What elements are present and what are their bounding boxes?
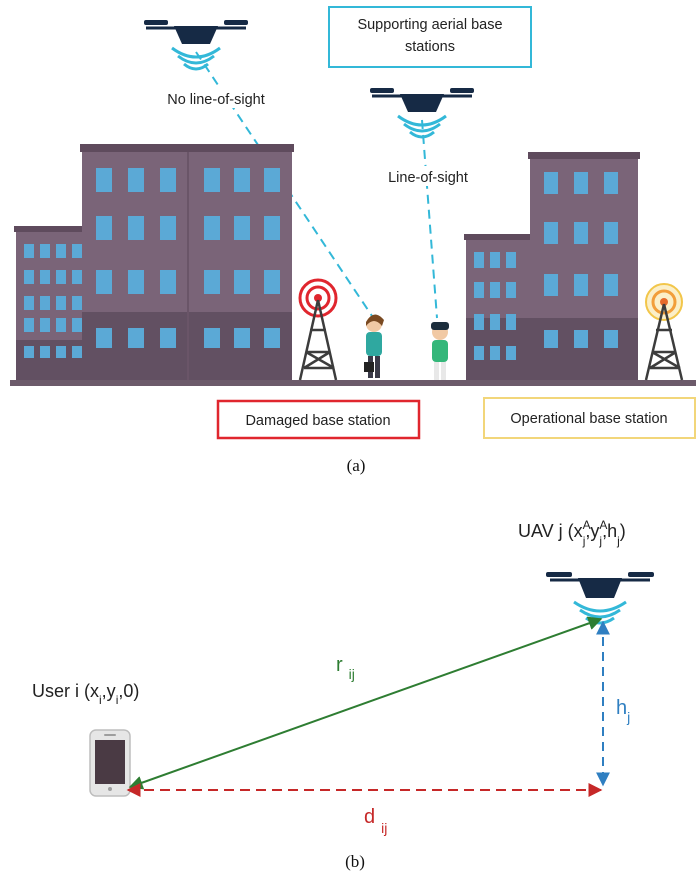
uav-drone-icon: [546, 572, 654, 625]
person-with-headset-icon: [431, 322, 449, 380]
caption-b: (b): [345, 852, 365, 871]
drone-no-los-icon: [144, 20, 248, 71]
building-right-short: [464, 234, 538, 382]
building-left-small: [14, 226, 90, 382]
no-los-label: No line-of-sight: [167, 92, 265, 108]
user-phone-icon: [89, 729, 131, 797]
operational-label: Operational base station: [510, 411, 667, 427]
building-right-tall: [528, 152, 640, 382]
damaged-label-box: [216, 399, 421, 440]
building-left-main: [80, 144, 294, 382]
supporting-label-line2: stations: [405, 39, 455, 55]
supporting-label-box: [328, 6, 532, 68]
no-los-label-bg: [148, 88, 286, 108]
damaged-label: Damaged base station: [245, 413, 390, 429]
user-label: User i (xi,yi,0): [32, 681, 139, 707]
los-label: Line-of-sight: [388, 170, 468, 186]
damaged-tower-icon: [298, 278, 338, 381]
r-ij-arrow: [128, 616, 603, 790]
person-with-phone-icon: [364, 314, 384, 378]
operational-tower-icon: [644, 283, 684, 381]
caption-a: (a): [347, 456, 366, 475]
supporting-label-line1: Supporting aerial base: [357, 17, 502, 33]
operational-label-box: [483, 397, 696, 439]
los-link: [421, 119, 438, 319]
h-j-label: hj: [616, 697, 630, 725]
panel-a: Supporting aerial base stations No line-…: [10, 6, 696, 475]
los-label-bg: [372, 166, 482, 186]
drone-los-icon: [370, 88, 474, 139]
ground: [10, 380, 696, 386]
